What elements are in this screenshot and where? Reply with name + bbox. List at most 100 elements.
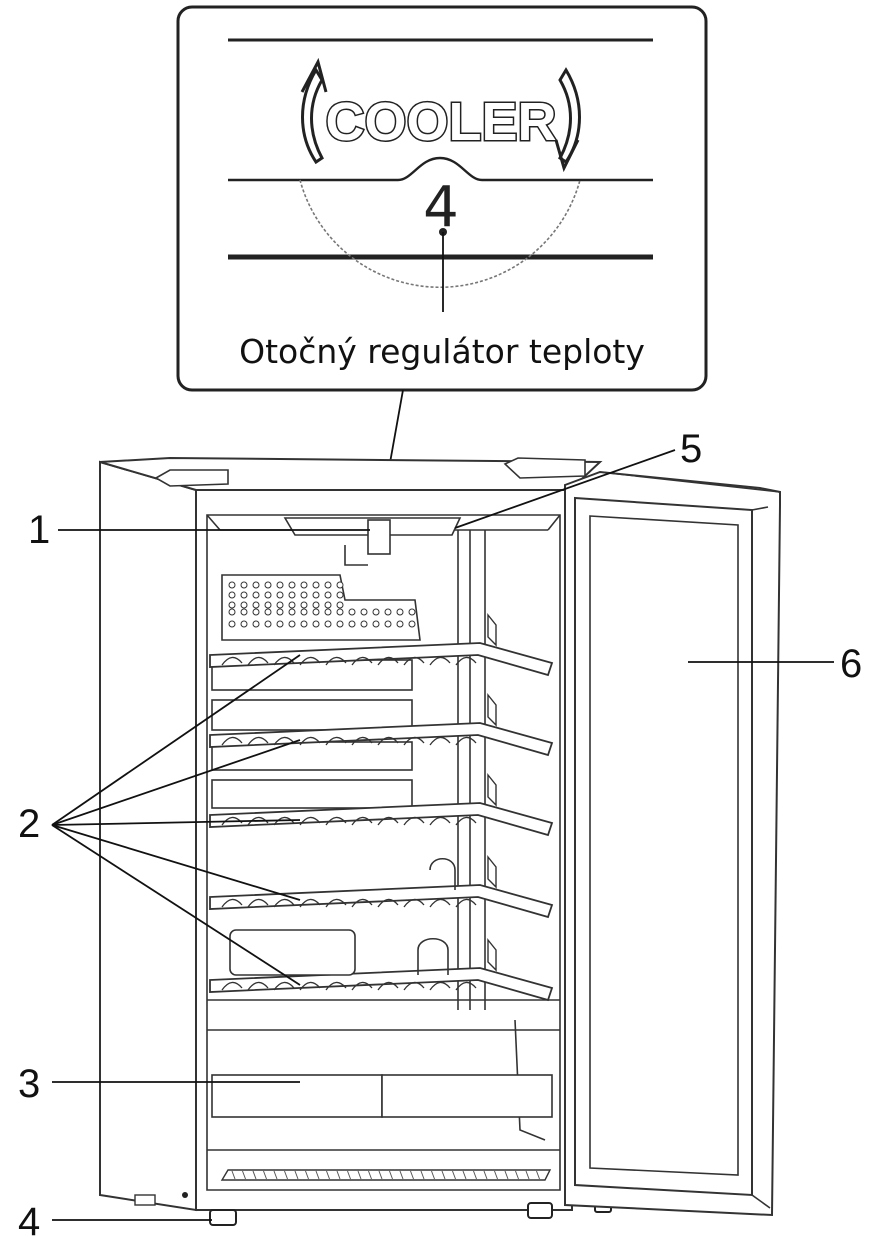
shelf-wire	[351, 736, 373, 746]
shelf-wire	[247, 736, 269, 746]
foot-right	[527, 1202, 553, 1219]
door-edge-2	[751, 1194, 771, 1209]
grille-slot	[504, 1170, 509, 1180]
evaporator-dot	[228, 620, 236, 628]
shelf-rack	[209, 884, 554, 919]
grille-slot	[525, 1170, 530, 1180]
pipe-loop	[417, 937, 449, 975]
callout-3: 3	[18, 1062, 40, 1106]
grille-slot	[273, 1170, 278, 1180]
evaporator-dot	[396, 620, 404, 628]
callout-5: 5	[680, 427, 702, 471]
shelf	[209, 855, 554, 919]
shelf-wire	[325, 816, 347, 826]
shelf-wire	[429, 981, 451, 991]
evaporator-dot	[336, 601, 344, 609]
evaporator-dot	[264, 581, 272, 589]
evaporator-dot	[336, 581, 344, 589]
shelf-wire	[455, 656, 477, 666]
evaporator-dot	[300, 601, 308, 609]
evaporator-dot	[372, 608, 380, 616]
leader-2a	[51, 654, 301, 826]
shelf-rack	[209, 642, 554, 677]
shelf-wire	[273, 898, 295, 908]
thermostat-wire	[344, 545, 368, 566]
cavity-corner-tl	[206, 514, 221, 531]
evaporator-coil-4	[211, 779, 413, 809]
evaporator-dots	[228, 581, 416, 628]
shelf-rail-bracket	[487, 693, 497, 727]
evaporator-dot	[252, 581, 260, 589]
leader-2c	[51, 819, 301, 826]
shelf-wire	[403, 898, 425, 908]
door-frame	[564, 470, 781, 1217]
evaporator-dot	[288, 620, 296, 628]
grille-slot	[284, 1170, 288, 1180]
arrow-up-icon	[301, 67, 324, 165]
grille-slot	[357, 1170, 362, 1180]
grille-slot	[399, 1170, 404, 1180]
top-hinge-left	[154, 469, 229, 487]
thermostat-knob	[367, 519, 391, 555]
evaporator-dot	[324, 601, 332, 609]
evaporator-dot	[324, 620, 332, 628]
evaporator-dot	[336, 591, 344, 599]
shelf-wire	[299, 736, 321, 746]
shelf-wire	[299, 898, 321, 908]
evaporator-dot	[348, 608, 356, 616]
evaporator-dot	[252, 591, 260, 599]
evaporator-dot	[324, 608, 332, 616]
grille-slot	[462, 1170, 467, 1180]
grille-slot	[368, 1170, 372, 1180]
shelf-rail-bracket	[487, 938, 497, 972]
evaporator-dot	[312, 620, 320, 628]
evaporator-dot	[228, 601, 236, 609]
evaporator-dot	[288, 581, 296, 589]
evaporator-dot	[240, 581, 248, 589]
evaporator-dot	[240, 620, 248, 628]
leader-2d	[51, 824, 301, 901]
shelf	[209, 773, 554, 837]
shelf-wire	[299, 656, 321, 666]
shelf-wire	[429, 816, 451, 826]
evaporator-top	[221, 574, 421, 641]
grille-slot	[431, 1170, 435, 1180]
evaporator-dot	[336, 620, 344, 628]
shelf-wire	[403, 736, 425, 746]
bottom-grille	[220, 1169, 552, 1181]
dial-arc	[299, 179, 581, 289]
shelf-wire	[351, 981, 373, 991]
evaporator-dot	[408, 620, 416, 628]
evaporator-coil-2	[211, 699, 413, 731]
grille-slot	[242, 1170, 246, 1180]
cooler-label: COOLER	[325, 92, 556, 152]
door-glass-inner	[589, 515, 739, 1176]
bottom-grille-slots	[231, 1170, 540, 1180]
evaporator-dot	[276, 608, 284, 616]
evaporator-dot	[300, 608, 308, 616]
shelf-rack	[209, 802, 554, 837]
shelf-wire	[377, 981, 399, 991]
evaporator-dot	[360, 620, 368, 628]
shelf-wire	[351, 898, 373, 908]
evaporator-dot	[396, 608, 404, 616]
shelf-wire	[351, 816, 373, 826]
grille-slot	[410, 1170, 414, 1180]
callout-2: 2	[18, 802, 40, 846]
shelf-wire	[455, 898, 477, 908]
shelf-wire	[351, 656, 373, 666]
evaporator-dot	[288, 601, 296, 609]
grille-slot	[231, 1170, 236, 1180]
shelf-wire	[403, 656, 425, 666]
grille-slot	[336, 1170, 341, 1180]
dial-detail-inset: COOLER 4 Otočný regulátor teploty	[176, 5, 708, 392]
shelf-wire	[299, 981, 321, 991]
evaporator-dot	[312, 601, 320, 609]
dial-caption: Otočný regulátor teploty	[239, 332, 645, 371]
evaporator-dot	[300, 581, 308, 589]
callout-6: 6	[840, 642, 862, 686]
shelf-rack	[209, 722, 554, 757]
screw-dot	[182, 1192, 188, 1198]
shelf	[209, 613, 554, 677]
shelf-wire	[221, 736, 243, 746]
